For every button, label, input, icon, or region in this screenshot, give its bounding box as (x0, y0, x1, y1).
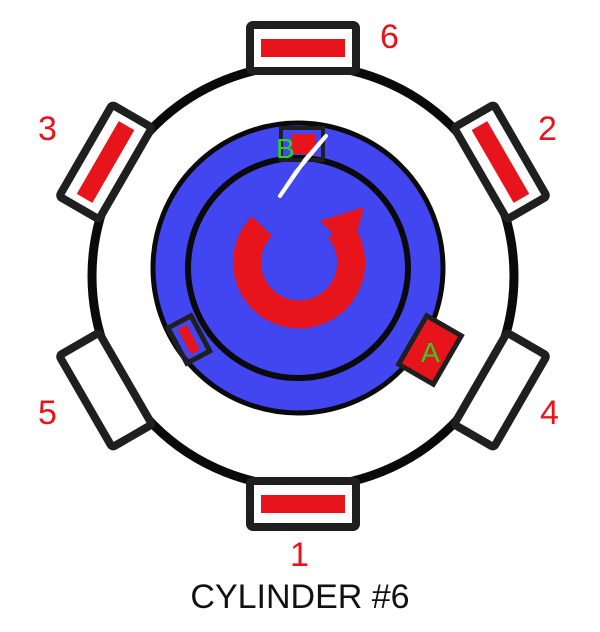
cylinder-number-3: 3 (38, 110, 57, 148)
cylinder-pickup-4 (451, 329, 550, 451)
cylinder-number-2: 2 (538, 110, 557, 148)
cylinder-number-1: 1 (290, 536, 309, 574)
cylinder-magnet-6 (261, 39, 345, 57)
cylinder-number-5: 5 (38, 394, 57, 432)
cylinder-pickups (56, 21, 550, 531)
diagram-caption: CYLINDER #6 (190, 578, 410, 616)
cylinder-number-4: 4 (540, 394, 559, 432)
cylinder-number-6: 6 (380, 18, 399, 56)
cylinder-pickup-1 (246, 477, 360, 531)
cylinder-pickup-2 (451, 101, 550, 223)
cylinder-magnet-3 (76, 121, 135, 203)
rotation-arrow-icon (233, 207, 366, 329)
cylinder-pickup-6 (246, 21, 360, 75)
cylinder-magnet-2 (471, 121, 530, 203)
cylinder-magnet-1 (261, 495, 345, 513)
rotor-magnet-left (164, 312, 214, 367)
rotor-magnet-b (279, 126, 325, 162)
rotor-magnet-a (395, 312, 465, 388)
marker-b-label: B (276, 133, 295, 164)
cylinder-pickup-5 (56, 329, 155, 451)
timing-pointer-icon (278, 134, 328, 198)
marker-a-label: A (421, 337, 440, 368)
cylinder-pickup-3 (56, 101, 155, 223)
rotor-disc (150, 120, 446, 416)
